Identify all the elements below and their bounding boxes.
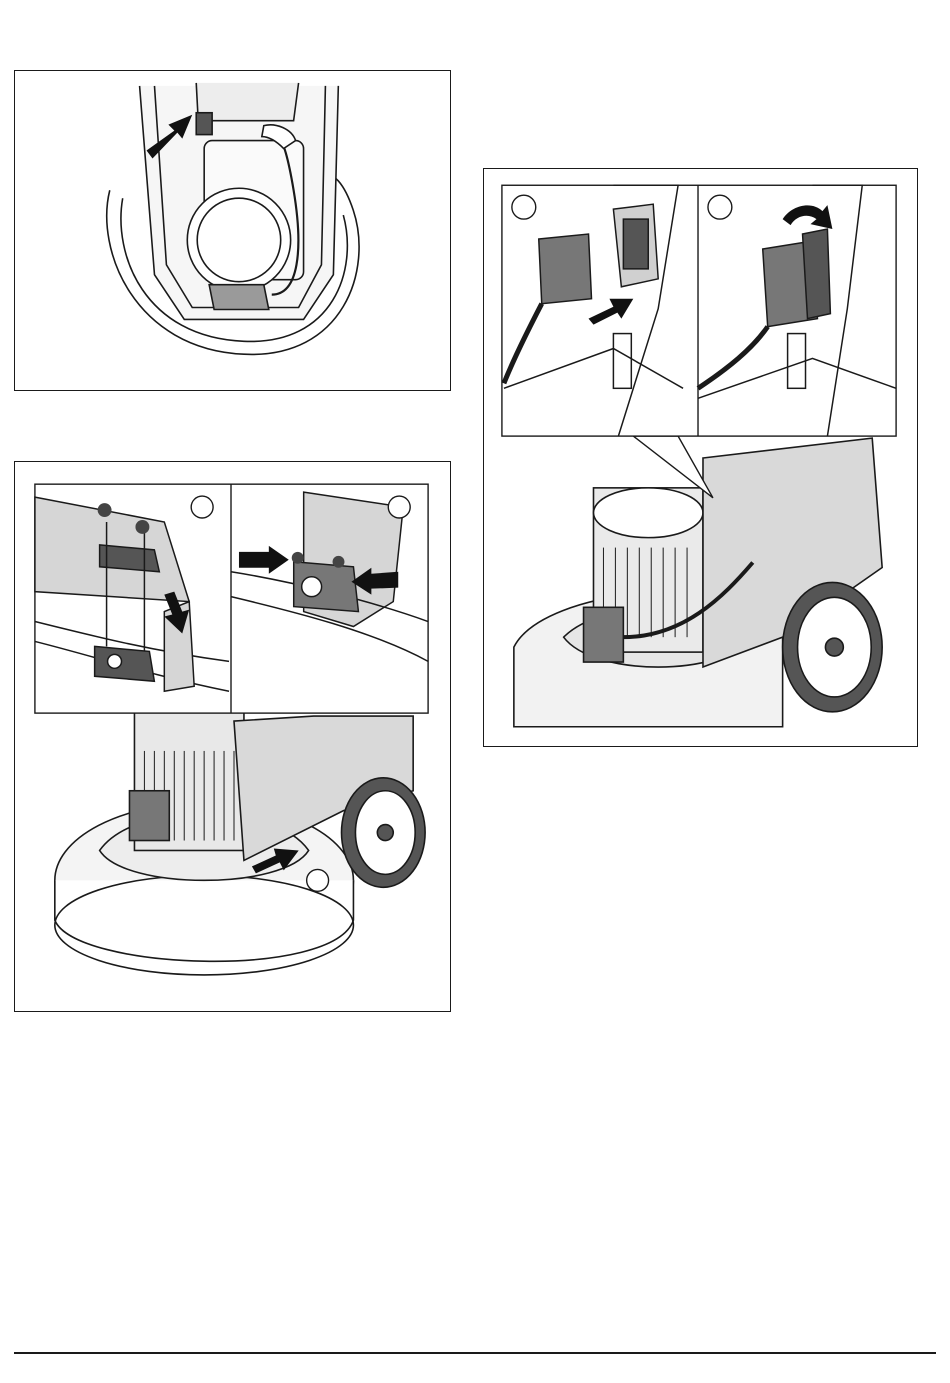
motor-plug-connection-illustration xyxy=(484,169,917,746)
figure-bottom-left xyxy=(14,461,451,1012)
clamp-assembly-illustration xyxy=(15,462,450,1011)
callout-circle-right-2 xyxy=(708,195,732,219)
figure-top-left xyxy=(14,70,451,391)
callout-circle-1 xyxy=(191,496,213,518)
callout-circle-right-1 xyxy=(512,195,536,219)
footer-rule xyxy=(14,1352,936,1354)
callout-circle-3 xyxy=(307,869,329,891)
figure-right xyxy=(483,168,918,747)
grinder-head-top-view-illustration xyxy=(15,71,450,390)
callout-circle-2 xyxy=(388,496,410,518)
